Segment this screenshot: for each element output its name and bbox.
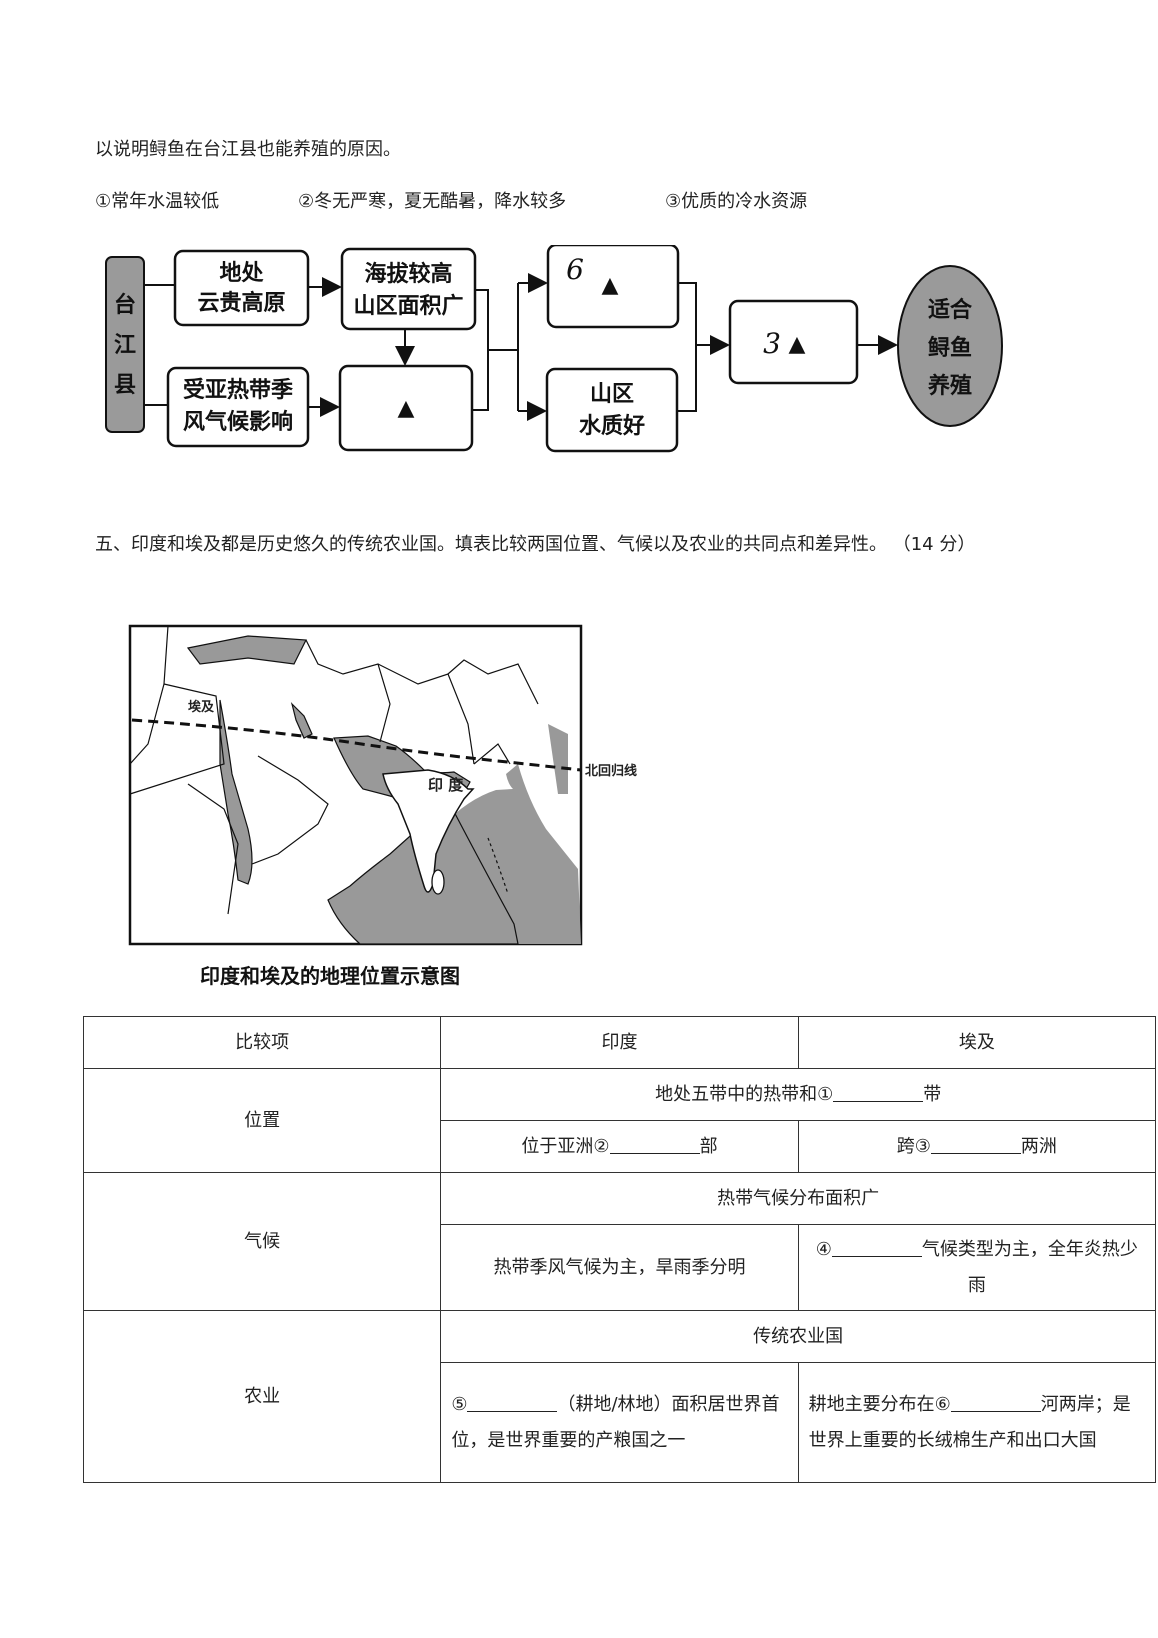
climate-common: 热带气候分布面积广 (440, 1172, 1156, 1225)
agriculture-common: 传统农业国 (440, 1310, 1156, 1363)
handwritten-3: 3 (763, 327, 781, 360)
blank-triangle: ▲ (397, 395, 415, 421)
header-india: 印度 (440, 1016, 799, 1069)
agriculture-india: ⑤（耕地/林地）面积居世界首位，是世界重要的产粮国之一 (440, 1362, 799, 1483)
map-label-egypt: 埃及 (188, 700, 215, 715)
header-egypt: 埃及 (797, 1016, 1157, 1069)
blank-2[interactable] (609, 1131, 700, 1154)
map-caption: 印度和埃及的地理位置示意图 (200, 964, 460, 988)
box-handwritten-1 (546, 245, 680, 329)
row-label-climate: 气候 (82, 1172, 442, 1311)
handwritten-6: 6 (566, 253, 584, 286)
box-water-line2: 水质好 (578, 413, 645, 439)
blank-triangle-1: ▲ (601, 272, 619, 298)
result-line2: 鲟鱼 (927, 335, 972, 361)
blank-1[interactable] (833, 1079, 924, 1102)
table-row-agri-common: 农业 传统农业国 (82, 1310, 1156, 1483)
result-line3: 养殖 (927, 373, 972, 399)
climate-india: 热带季风气候为主，旱雨季分明 (440, 1224, 799, 1311)
blank-3[interactable] (930, 1131, 1021, 1154)
option-3: ③优质的冷水资源 (665, 191, 808, 212)
header-item: 比较项 (82, 1016, 442, 1069)
box-altitude-line2: 山区面积广 (353, 293, 464, 319)
map-label-tropic: 北回归线 (585, 764, 638, 779)
question-5: 五、印度和埃及都是历史悠久的传统农业国。填表比较两国位置、气候以及农业的共同点和… (95, 534, 976, 555)
box-location-line1: 地处 (219, 260, 264, 286)
box-altitude-line1: 海拔较高 (364, 261, 453, 287)
blank-6[interactable] (950, 1389, 1041, 1412)
flowchart: 台江县 地处 云贵高原 海拔较高 山区面积广 受亚热带季 风气候影响 ▲ 6 ▲… (100, 245, 1060, 475)
blank-4[interactable] (831, 1234, 922, 1257)
county-label: 台江县 (113, 292, 136, 398)
box-location-line2: 云贵高原 (197, 290, 286, 316)
map-label-india: 印 度 (428, 776, 464, 794)
box-climate-line1: 受亚热带季 (182, 377, 293, 403)
result-line1: 适合 (927, 297, 972, 323)
map-india-egypt: 埃及 印 度 (128, 624, 583, 946)
result-ellipse (897, 265, 1003, 427)
box-water-line1: 山区 (589, 381, 634, 407)
table-row-climate-common: 气候 热带气候分布面积广 (82, 1172, 1156, 1311)
row-label-position: 位置 (82, 1068, 442, 1173)
county-box (105, 256, 145, 433)
blank-triangle-3: ▲ (788, 331, 806, 357)
flowchart-lines (105, 245, 1003, 453)
blank-5[interactable] (467, 1389, 558, 1412)
intro-text: 以说明鲟鱼在台江县也能养殖的原因。 (95, 139, 401, 160)
option-1: ①常年水温较低 (95, 191, 220, 212)
option-2: ②冬无严寒，夏无酷暑，降水较多 (298, 191, 567, 212)
box-handwritten-3 (728, 299, 859, 385)
box-blank (338, 364, 474, 452)
box-climate-line2: 风气候影响 (182, 409, 293, 435)
map-drawing (128, 624, 583, 946)
row-label-agriculture: 农业 (82, 1310, 442, 1483)
table-header-row: 比较项 印度 埃及 (82, 1016, 1157, 1069)
